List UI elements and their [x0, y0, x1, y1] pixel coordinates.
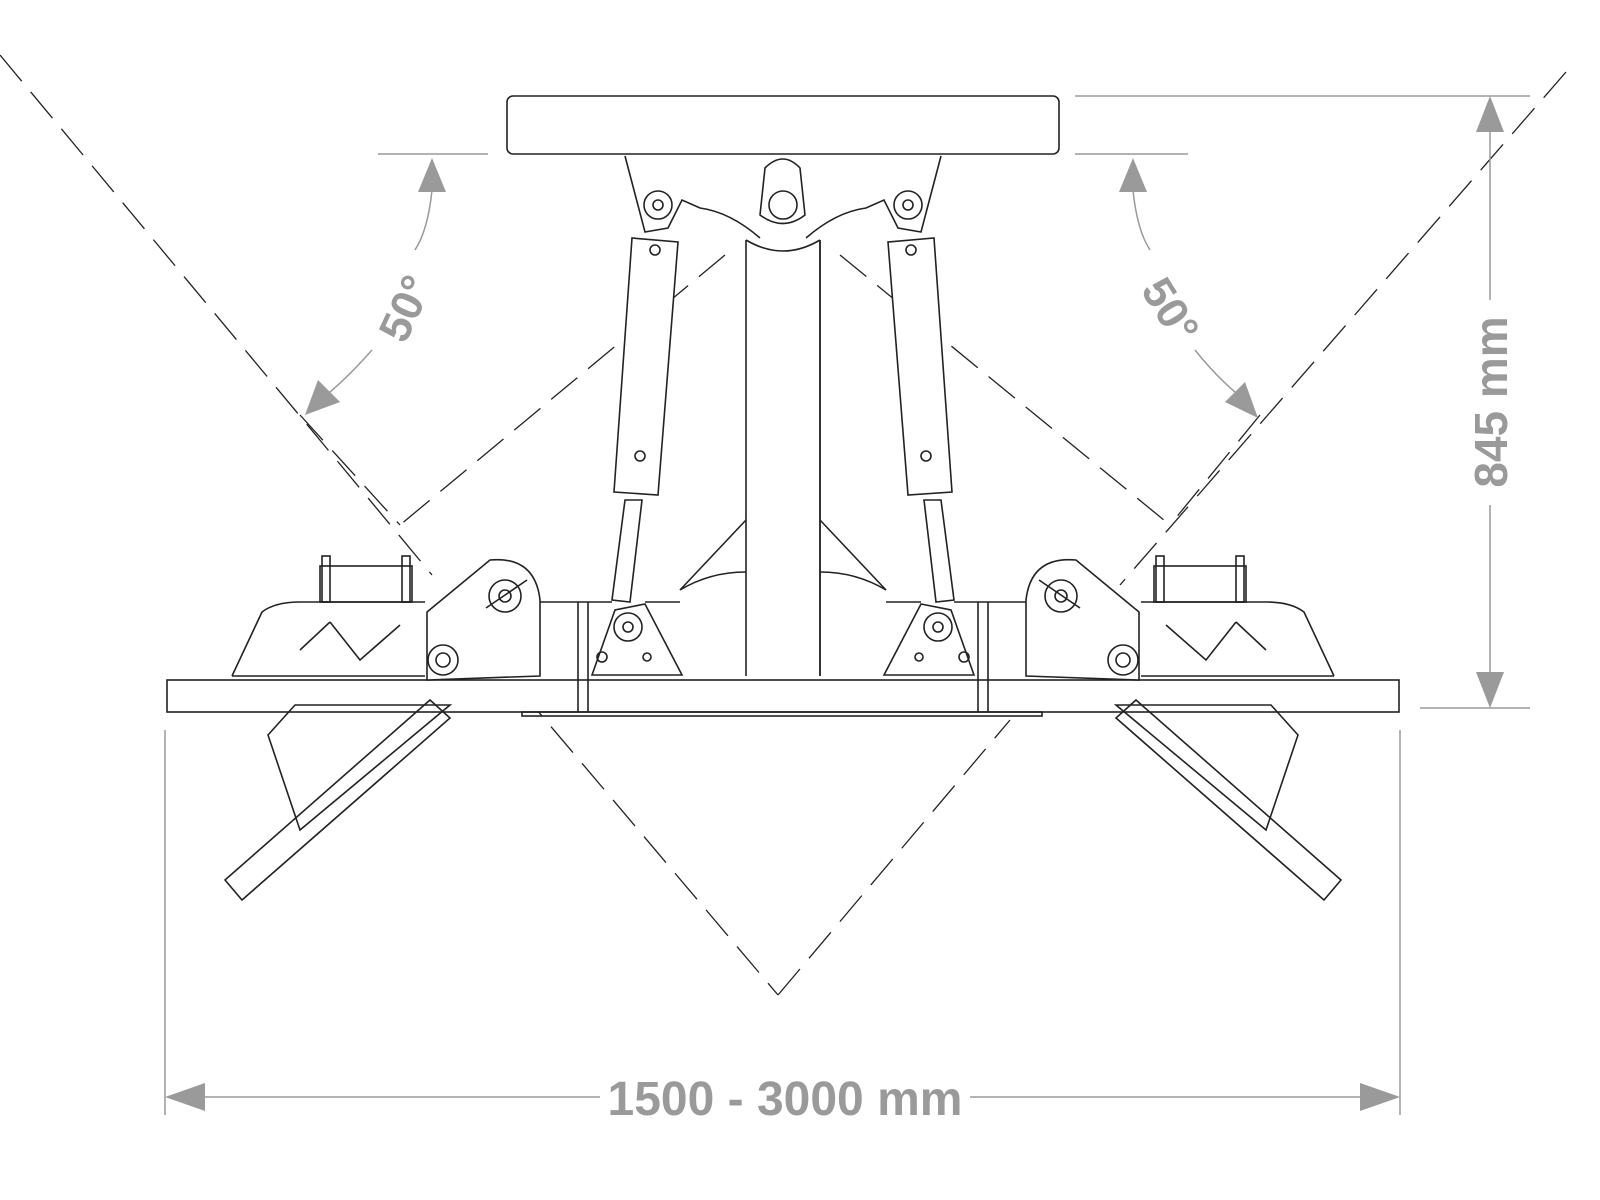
width-dimension-label: 1500 - 3000 mm — [608, 1073, 963, 1126]
left-arm-assembly — [224, 155, 761, 901]
left-angle-label: 50° — [370, 268, 443, 349]
center-pivot — [768, 190, 798, 220]
mower-body — [166, 95, 1400, 901]
right-angle-label: 50° — [1132, 269, 1209, 351]
dimension-lines — [164, 95, 1530, 1115]
mount-plate — [506, 95, 1060, 155]
main-beam — [166, 679, 1400, 713]
swing-path-lines — [0, 54, 1567, 996]
height-dimension-label: 845 mm — [1465, 316, 1517, 487]
right-arm-assembly — [805, 155, 1342, 901]
